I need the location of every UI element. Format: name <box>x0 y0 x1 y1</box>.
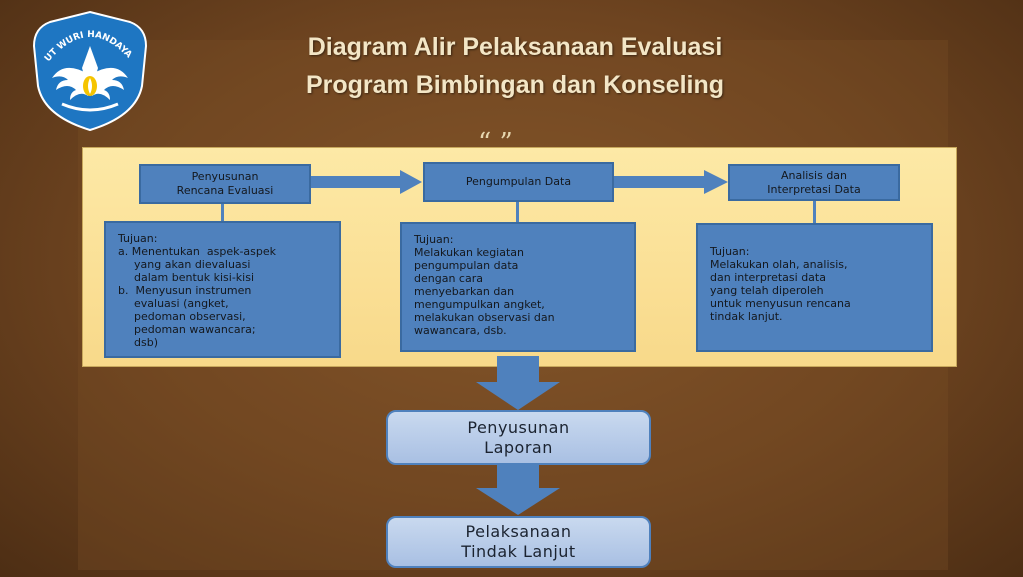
note-line: evaluasi (angket, <box>134 297 229 310</box>
step-box-pengumpulan-data: Pengumpulan Data <box>423 162 614 202</box>
box-label: Tindak Lanjut <box>461 542 576 561</box>
note-line: pengumpulan data <box>414 259 519 272</box>
note-line: Melakukan olah, analisis, <box>710 258 848 271</box>
note-line: Tujuan: <box>414 233 454 246</box>
box-label: Pelaksanaan <box>465 522 572 541</box>
step-label: Rencana Evaluasi <box>176 184 274 197</box>
tut-wuri-handayani-logo: TUT WURI HANDAYANI <box>28 8 148 132</box>
page-title: Diagram Alir Pelaksanaan Evaluasi Progra… <box>230 28 800 104</box>
note-line: Tujuan: <box>118 232 158 245</box>
step-label: Pengumpulan Data <box>465 175 572 188</box>
step-box-penyusunan-rencana: Penyusunan Rencana Evaluasi <box>139 164 311 204</box>
box-label: Laporan <box>484 437 553 457</box>
note-line: melakukan observasi dan <box>414 311 555 324</box>
note-line: tindak lanjut. <box>710 310 783 323</box>
box-label: Penyusunan <box>467 417 570 437</box>
step-label: Penyusunan <box>191 170 259 183</box>
note-line: untuk menyusun rencana <box>710 297 851 310</box>
arrow-report-to-followup <box>476 464 560 515</box>
note-line: yang telah diperoleh <box>710 284 824 297</box>
note-line: Melakukan kegiatan <box>414 246 524 259</box>
connector-step1 <box>221 204 224 222</box>
step-box-analisis: Analisis dan Interpretasi Data <box>728 164 900 201</box>
note-line: mengumpulkan angket, <box>414 298 545 311</box>
arrow-step1-to-step2 <box>310 170 422 194</box>
note-line: pedoman wawancara; <box>134 323 256 336</box>
step-label: Interpretasi Data <box>767 182 861 196</box>
note-line: dan interpretasi data <box>710 271 826 284</box>
connector-step3 <box>813 201 816 223</box>
note-box-analisis: Tujuan:Melakukan olah, analisis,dan inte… <box>696 223 933 352</box>
note-line: yang akan dievaluasi <box>134 258 251 271</box>
note-line: menyebarkan dan <box>414 285 515 298</box>
box-tindak-lanjut: Pelaksanaan Tindak Lanjut <box>386 516 651 568</box>
note-line: a. Menentukan aspek-aspek <box>118 245 277 258</box>
box-penyusunan-laporan: Penyusunan Laporan <box>386 410 651 465</box>
note-line: wawancara, dsb. <box>414 324 507 337</box>
note-line: dalam bentuk kisi-kisi <box>134 271 255 284</box>
note-line: pedoman observasi, <box>134 310 246 323</box>
title-line-2: Program Bimbingan dan Konseling <box>305 71 725 99</box>
title-line-1: Diagram Alir Pelaksanaan Evaluasi <box>307 33 723 61</box>
arrow-panel-to-report <box>476 356 560 410</box>
arrow-step2-to-step3 <box>614 170 728 194</box>
connector-step2 <box>516 202 519 222</box>
note-line: dsb) <box>134 336 158 349</box>
note-line: Tujuan: <box>710 245 750 258</box>
note-line: dengan cara <box>414 272 483 285</box>
step-label: Analisis dan <box>780 168 848 182</box>
note-line: b. Menyusun instrumen <box>118 284 252 297</box>
